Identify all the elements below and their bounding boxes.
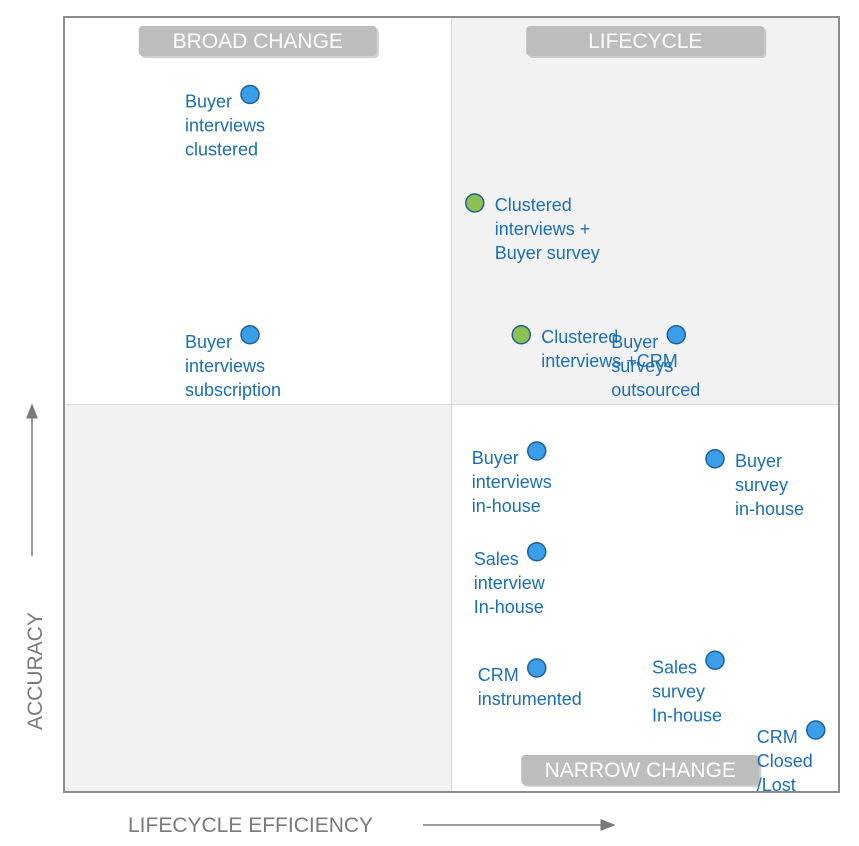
data-point-marker [465,193,485,213]
quadrant-label-badge [521,755,760,785]
data-point-marker [511,325,531,345]
quadrant-label-bottom-right: NARROW CHANGE [521,755,762,787]
data-point-label-line: outsourced [611,380,700,400]
data-point-label-line: Buyer [185,92,232,112]
data-point-label: Clustered interviews +CRM [541,327,678,371]
data-point-label-line: Buyer [611,332,658,352]
quadrant-label-text: LIFECYCLE [588,30,702,53]
data-point-group: Buyer surveys outsourced [611,325,700,400]
data-point-label-line: survey [652,681,705,701]
data-point-group: Buyer interviews subscription [185,325,281,400]
data-point-label-line: Buyer survey [495,243,600,263]
data-point-label-line: interviews [185,116,265,136]
data-point-label-line: in-house [472,496,541,516]
data-point-label-line: Buyer [472,448,519,468]
quadrant-label-top-left: BROAD CHANGE [138,26,379,58]
data-point-group: CRM instrumented [478,658,582,709]
data-point-label-line: Clustered [495,195,572,215]
x-axis-label: LIFECYCLE EFFICIENCY [128,814,373,837]
data-point-label: Clustered interviews + Buyer survey [495,195,600,263]
data-point-label-line: Sales [652,657,697,677]
data-point-label: Buyer survey in-house [735,451,804,519]
data-point-label-line: in-house [735,499,804,519]
data-point-label-line: In-house [474,597,544,617]
data-point-label-line: Clustered [541,327,618,347]
data-point-label: Buyer surveys outsourced [611,332,700,400]
data-point-group: Buyer survey in-house [705,449,804,519]
data-point-label-line: instrumented [478,689,582,709]
data-point-label-line: subscription [185,380,281,400]
data-point-label-line: interviews [472,472,552,492]
data-point-marker [705,449,725,469]
quadrant-backgrounds [63,16,840,793]
data-point-label: Buyer interviews in-house [472,448,552,516]
data-point-label-line: interviews + [495,219,591,239]
data-point-label: Buyer interviews clustered [185,92,265,160]
data-point-marker [705,650,725,670]
plot-frame [63,16,840,793]
data-point-marker [240,325,260,345]
data-point-group: Clustered interviews + Buyer survey [465,193,600,263]
axes: ACCURACY LIFECYCLE EFFICIENCY [24,403,616,837]
data-point-label-line: interview [474,573,546,593]
data-point-label-line: Buyer [735,451,782,471]
data-point-label-line: interviews [185,356,265,376]
data-point-label-line: CRM [478,665,519,685]
quadrant-label-top-right: LIFECYCLE [526,26,767,58]
data-point-label-line: /Lost [757,775,796,795]
data-point-label: Buyer interviews subscription [185,332,281,400]
quadrant-labels: BROAD CHANGE LIFECYCLE NARROW CHANGE [138,26,767,787]
data-point-group: Clustered interviews +CRM [511,325,678,371]
data-point-group: Buyer interviews clustered [185,84,265,160]
data-point-label-line: In-house [652,705,722,725]
data-point-label: CRM instrumented [478,665,582,709]
data-point-marker [527,542,547,562]
data-point-marker [527,441,547,461]
data-point-label-line: survey [735,475,788,495]
data-point-label-line: Closed [757,751,813,771]
data-point-group: Buyer interviews in-house [472,441,552,516]
data-point-group: CRM Closed/Lost [757,720,826,795]
data-point-label: CRM Closed/Lost [757,727,813,795]
quadrant-label-text: BROAD CHANGE [173,30,343,53]
data-point-label-line: clustered [185,140,258,160]
data-point-label-line: interviews +CRM [541,351,678,371]
data-point-marker [806,720,826,740]
data-point-label-line: surveys [611,356,673,376]
data-point-marker [666,325,686,345]
quadrant-bottom-left [64,404,452,792]
quadrant-label-badge [526,26,765,56]
y-axis-label: ACCURACY [24,612,47,730]
quadrant-label-text: NARROW CHANGE [545,759,736,782]
data-point-marker [527,658,547,678]
data-point-label-line: Buyer [185,332,232,352]
quadrant-label-badge [138,26,377,56]
quadrant-top-left [64,17,452,405]
data-point-label-line: Sales [474,549,519,569]
data-point-label-line: CRM [757,727,798,747]
quadrant-bottom-right [451,404,839,792]
data-point-marker [240,84,260,105]
